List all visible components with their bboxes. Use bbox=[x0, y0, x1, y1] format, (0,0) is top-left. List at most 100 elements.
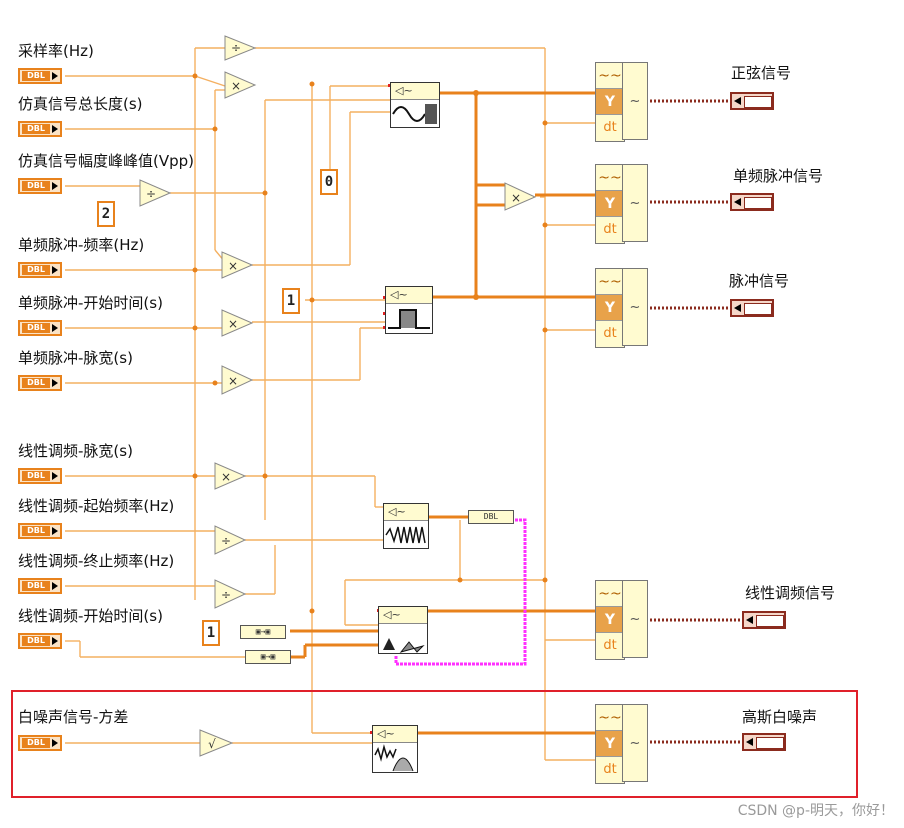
svg-text:√: √ bbox=[208, 737, 216, 751]
convert-node-2[interactable]: ▣→▣ bbox=[245, 650, 291, 664]
dbl-control[interactable]: DBL bbox=[18, 178, 62, 194]
svg-text:×: × bbox=[228, 374, 238, 388]
svg-text:÷: ÷ bbox=[221, 534, 231, 548]
dbl-control[interactable]: DBL bbox=[18, 68, 62, 84]
output-label-noise: 高斯白噪声 bbox=[742, 708, 818, 726]
dbl-type: DBL bbox=[22, 124, 50, 134]
waveform-indicator-chirp[interactable] bbox=[742, 611, 786, 629]
dbl-control[interactable]: DBL bbox=[18, 633, 62, 649]
svg-text:÷: ÷ bbox=[221, 588, 231, 602]
dbl-control[interactable]: DBL bbox=[18, 375, 62, 391]
bundle-field-wave: ~~ bbox=[596, 269, 624, 295]
waveform-icon bbox=[744, 303, 772, 315]
arrow-left-icon bbox=[746, 738, 753, 746]
bundle-field-y: Y bbox=[596, 89, 624, 115]
convert-node-1[interactable]: ▣→▣ bbox=[240, 625, 286, 639]
divide-node-2 bbox=[139, 179, 172, 207]
constant-one-a[interactable]: 1 bbox=[282, 288, 300, 314]
arrow-left-icon bbox=[746, 616, 753, 624]
arrow-right-icon bbox=[52, 266, 58, 274]
constant-zero[interactable]: 0 bbox=[320, 169, 338, 195]
bundle-single-pulse[interactable]: ~~ Y dt bbox=[595, 164, 625, 244]
arrow-right-icon bbox=[52, 182, 58, 190]
output-label-sine: 正弦信号 bbox=[731, 64, 792, 82]
arrow-right-icon bbox=[52, 379, 58, 387]
bundle-field-dt: dt bbox=[603, 326, 617, 341]
dbl-control[interactable]: DBL bbox=[18, 121, 62, 137]
input-label: 线性调频-起始频率(Hz) bbox=[18, 497, 175, 515]
input-label: 单频脉冲-脉宽(s) bbox=[18, 349, 133, 367]
delay-wave-icon bbox=[383, 638, 425, 653]
bundle-field-dt: dt bbox=[603, 222, 617, 237]
arrow-left-icon bbox=[734, 97, 741, 105]
dbl-type: DBL bbox=[22, 378, 50, 388]
input-label: 采样率(Hz) bbox=[18, 42, 94, 60]
bundle-output-pulse: ~ bbox=[622, 268, 648, 346]
waveform-icon bbox=[756, 615, 784, 627]
input-label: 白噪声信号-方差 bbox=[18, 708, 129, 726]
dbl-control[interactable]: DBL bbox=[18, 320, 62, 336]
dbl-type: DBL bbox=[22, 265, 50, 275]
svg-text:×: × bbox=[228, 317, 238, 331]
multiply-node-5 bbox=[214, 462, 247, 490]
dbl-control[interactable]: DBL bbox=[18, 262, 62, 278]
arrow-right-icon bbox=[52, 527, 58, 535]
arrow-left-icon bbox=[734, 304, 741, 312]
multiply-node-1 bbox=[224, 71, 257, 99]
waveform-icon: ◁~ bbox=[384, 504, 428, 521]
dbl-control[interactable]: DBL bbox=[18, 578, 62, 594]
waveform-icon: ◁~ bbox=[386, 287, 432, 304]
chirp-generator-vi[interactable]: ◁~ bbox=[383, 503, 429, 549]
sqrt-node bbox=[199, 729, 234, 757]
bundle-field-wave: ~~ bbox=[596, 581, 624, 607]
arrow-right-icon bbox=[52, 472, 58, 480]
output-label-chirp: 线性调频信号 bbox=[745, 584, 836, 602]
dbl-control[interactable]: DBL bbox=[18, 523, 62, 539]
pulse-generator-vi[interactable]: ◁~ bbox=[385, 286, 433, 334]
waveform-icon bbox=[744, 96, 772, 108]
dbl-type: DBL bbox=[22, 71, 50, 81]
sine-wave-icon bbox=[392, 104, 437, 124]
input-label: 单频脉冲-频率(Hz) bbox=[18, 236, 145, 254]
bundle-output-sine: ~ bbox=[622, 62, 648, 140]
bundle-noise[interactable]: ~~ Y dt bbox=[595, 704, 625, 784]
svg-text:×: × bbox=[228, 259, 238, 273]
dbl-type: DBL bbox=[22, 636, 50, 646]
bundle-field-y: Y bbox=[596, 295, 624, 321]
waveform-icon bbox=[756, 737, 784, 749]
dbl-control[interactable]: DBL bbox=[18, 468, 62, 484]
bundle-chirp[interactable]: ~~ Y dt bbox=[595, 580, 625, 660]
bundle-field-dt: dt bbox=[603, 638, 617, 653]
bundle-field-y: Y bbox=[596, 731, 624, 757]
svg-text:×: × bbox=[231, 79, 241, 93]
waveform-indicator-sine[interactable] bbox=[730, 92, 774, 110]
constant-two[interactable]: 2 bbox=[97, 201, 115, 227]
svg-text:÷: ÷ bbox=[146, 187, 156, 201]
divide-node-3 bbox=[214, 525, 247, 555]
highlight-box bbox=[11, 690, 858, 798]
bundle-output-single-pulse: ~ bbox=[622, 164, 648, 242]
bundle-field-dt: dt bbox=[603, 120, 617, 135]
waveform-indicator-noise[interactable] bbox=[742, 733, 786, 751]
chirp-wave-icon bbox=[385, 526, 426, 544]
arrow-right-icon bbox=[52, 637, 58, 645]
sine-generator-vi[interactable]: ◁~ bbox=[390, 82, 440, 128]
input-label: 仿真信号总长度(s) bbox=[18, 95, 143, 113]
output-label-single-pulse: 单频脉冲信号 bbox=[733, 167, 824, 185]
waveform-indicator-single-pulse[interactable] bbox=[730, 193, 774, 211]
delay-generator-vi[interactable]: ◁~ bbox=[378, 606, 428, 654]
waveform-icon: ◁~ bbox=[391, 83, 439, 100]
multiply-node-3 bbox=[221, 309, 254, 337]
constant-one-b[interactable]: 1 bbox=[202, 620, 220, 646]
bundle-field-wave: ~~ bbox=[596, 705, 624, 731]
waveform-icon: ◁~ bbox=[379, 607, 427, 624]
waveform-indicator-pulse[interactable] bbox=[730, 299, 774, 317]
bundle-field-dt: dt bbox=[603, 762, 617, 777]
dbl-conversion-node[interactable]: DBL bbox=[468, 510, 514, 524]
dbl-control[interactable]: DBL bbox=[18, 735, 62, 751]
input-label: 仿真信号幅度峰峰值(Vpp) bbox=[18, 152, 195, 170]
bundle-pulse[interactable]: ~~ Y dt bbox=[595, 268, 625, 348]
noise-generator-vi[interactable]: ◁~ bbox=[372, 725, 418, 773]
bundle-sine[interactable]: ~~ Y dt bbox=[595, 62, 625, 142]
arrow-right-icon bbox=[52, 72, 58, 80]
